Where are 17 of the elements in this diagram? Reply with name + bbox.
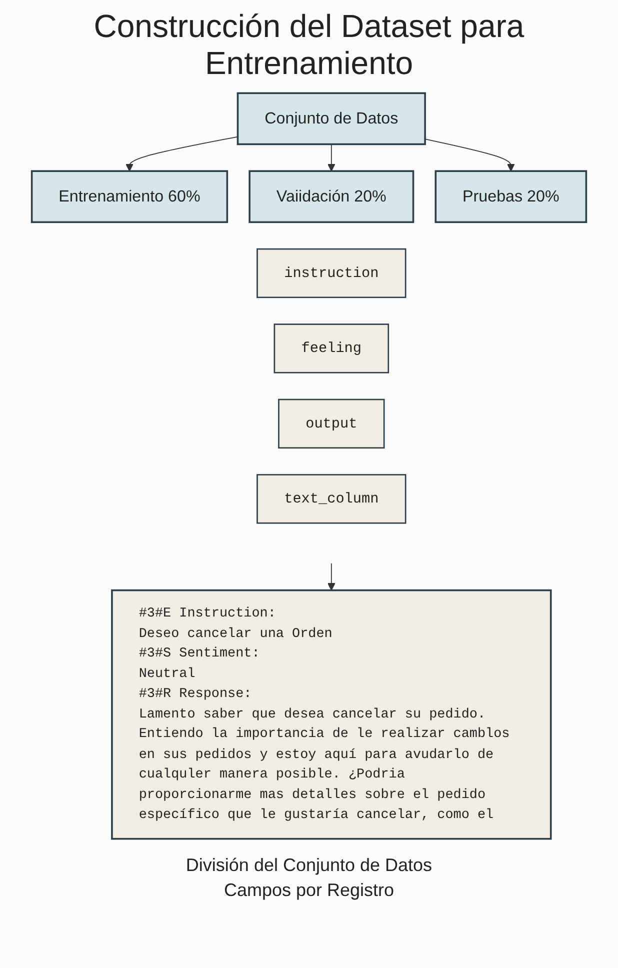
section-caption: Campos por Registro — [222, 880, 396, 901]
node-box — [274, 324, 390, 374]
node-box — [434, 170, 588, 224]
node-box — [111, 589, 552, 840]
arrow — [424, 138, 515, 172]
node-box — [236, 92, 426, 146]
arrow — [126, 136, 238, 172]
arrow — [327, 562, 336, 591]
node-box — [30, 170, 228, 224]
flowchart-drawing: Conjunto de Datos Entrenamiento 60% Vaiidación 20% Pruebas 20% instruction feeling output text_column #3#E Instruction: Deseo cancelar una Orden #3#S Sentiment: Neutral #3#R Response: Lamento saber que desea cancelar su pedido. Entiendo la importancia de le realizar camblos en sus pedidos y estoy aquí para avudarlo de cualquler manera posible. ¿Podria proporcionarme mas detalles sobre el pedido específico que le gustaría cancelar, como el — [9, 86, 609, 846]
node-box — [256, 248, 406, 298]
node-box — [278, 398, 385, 449]
node-box — [256, 474, 406, 524]
diagram-title: Construcción del Dataset para Entrenamiento — [92, 8, 526, 82]
node-box — [248, 170, 414, 224]
section-caption: División del Conjunto de Datos — [184, 855, 434, 876]
arrow — [327, 144, 336, 172]
